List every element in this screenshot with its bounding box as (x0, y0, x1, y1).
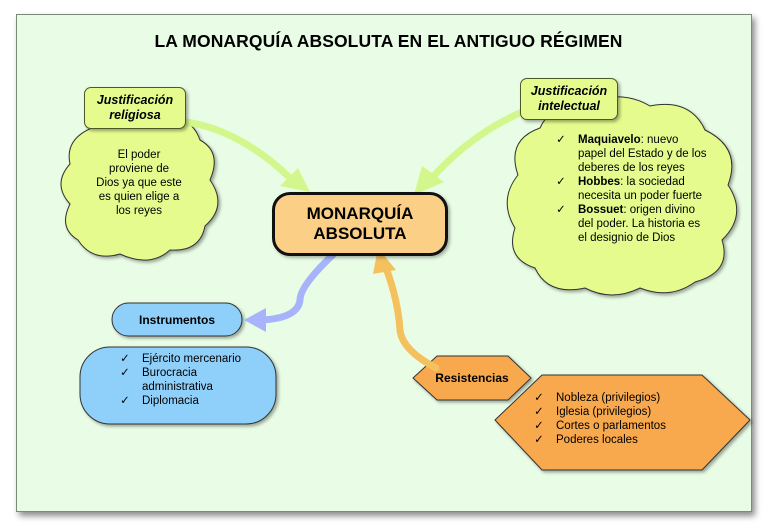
religious-cloud (60, 114, 219, 261)
list-item: ✓ Ejército mercenario (117, 352, 267, 366)
author-name: Bossuet (578, 204, 624, 216)
check-icon: ✓ (120, 353, 130, 365)
intellectual-cloud (506, 96, 738, 296)
resistances-list: ✓ Nobleza (privilegios) ✓ Iglesia (privi… (531, 391, 701, 447)
instruments-box (79, 346, 277, 425)
arrow-intellectual-to-center (414, 108, 526, 195)
arrow-religious-to-center (182, 118, 310, 192)
list-item: ✓ Bossuet: origen divino del poder. La h… (553, 203, 723, 245)
text-line: necesita un poder fuerte (578, 190, 703, 202)
resistances-label: Resistencias (435, 371, 509, 385)
intellectual-list: ✓ Maquiavelo: nuevo papel del Estado y d… (553, 133, 723, 245)
text-line: El poder (117, 149, 161, 161)
check-icon: ✓ (534, 406, 544, 418)
check-icon: ✓ (556, 134, 566, 146)
check-icon: ✓ (534, 434, 544, 446)
author-name: Hobbes (578, 176, 621, 188)
list-item: ✓ Cortes o parlamentos (531, 419, 701, 433)
text-line: Iglesia (privilegios) (556, 406, 652, 418)
check-icon: ✓ (556, 204, 566, 216)
text-line: Dios ya que este (96, 177, 182, 189)
instruments-list: ✓ Ejército mercenario ✓ Burocracia admin… (117, 352, 267, 408)
text-line: deberes de los reyes (578, 162, 685, 174)
list-item: ✓ Diplomacia (117, 394, 267, 408)
text-line: administrativa (142, 381, 213, 393)
list-item: ✓ Nobleza (privilegios) (531, 391, 701, 405)
religious-justification-tag: Justificación religiosa (84, 87, 186, 129)
text-line: proviene de (108, 163, 170, 175)
center-line: ABSOLUTA (313, 224, 407, 243)
arrow-center-to-instruments (244, 246, 342, 332)
religious-text: El poder proviene de Dios ya que este es… (72, 148, 206, 218)
text-line: los reyes (115, 205, 163, 217)
center-line: MONARQUÍA (306, 204, 414, 223)
author-name: Maquiavelo (578, 134, 641, 146)
list-item: ✓ Burocracia administrativa (117, 366, 267, 394)
resistances-hexagon (412, 355, 532, 401)
text-line: papel del Estado y de los (578, 148, 707, 160)
check-icon: ✓ (534, 392, 544, 404)
author-text: : nuevo (640, 134, 679, 146)
instruments-label: Instrumentos (138, 312, 215, 327)
text-line: Poderes locales (556, 434, 638, 446)
tag-line: intelectual (538, 99, 600, 113)
center-node: MONARQUÍA ABSOLUTA (272, 192, 448, 256)
text-line: es quien elige a (98, 191, 180, 203)
page-title: LA MONARQUÍA ABSOLUTA EN EL ANTIGUO RÉGI… (154, 31, 623, 51)
text-line: el designio de Dios (578, 232, 676, 244)
text-line: Ejército mercenario (142, 353, 242, 365)
text-line: Diplomacia (142, 395, 199, 407)
author-text: : origen divino (623, 204, 695, 216)
check-icon: ✓ (120, 367, 130, 379)
check-icon: ✓ (556, 176, 566, 188)
instruments-pill (111, 302, 243, 337)
tag-line: Justificación (530, 84, 608, 98)
list-item: ✓ Poderes locales (531, 433, 701, 447)
check-icon: ✓ (534, 420, 544, 432)
intellectual-justification-tag: Justificación intelectual (520, 78, 618, 120)
resistances-box (494, 374, 751, 471)
list-item: ✓ Hobbes: la sociedad necesita un poder … (553, 175, 723, 203)
list-item: ✓ Iglesia (privilegios) (531, 405, 701, 419)
text-line: del poder. La historia es (578, 218, 701, 230)
author-text: : la sociedad (620, 176, 685, 188)
tag-line: Justificación (96, 93, 174, 107)
text-line: Nobleza (privilegios) (556, 392, 661, 404)
tag-line: religiosa (109, 108, 161, 122)
arrow-resistances-to-center (373, 248, 440, 372)
text-line: Burocracia (142, 367, 197, 379)
list-item: ✓ Maquiavelo: nuevo papel del Estado y d… (553, 133, 723, 175)
check-icon: ✓ (120, 395, 130, 407)
text-line: Cortes o parlamentos (556, 420, 666, 432)
